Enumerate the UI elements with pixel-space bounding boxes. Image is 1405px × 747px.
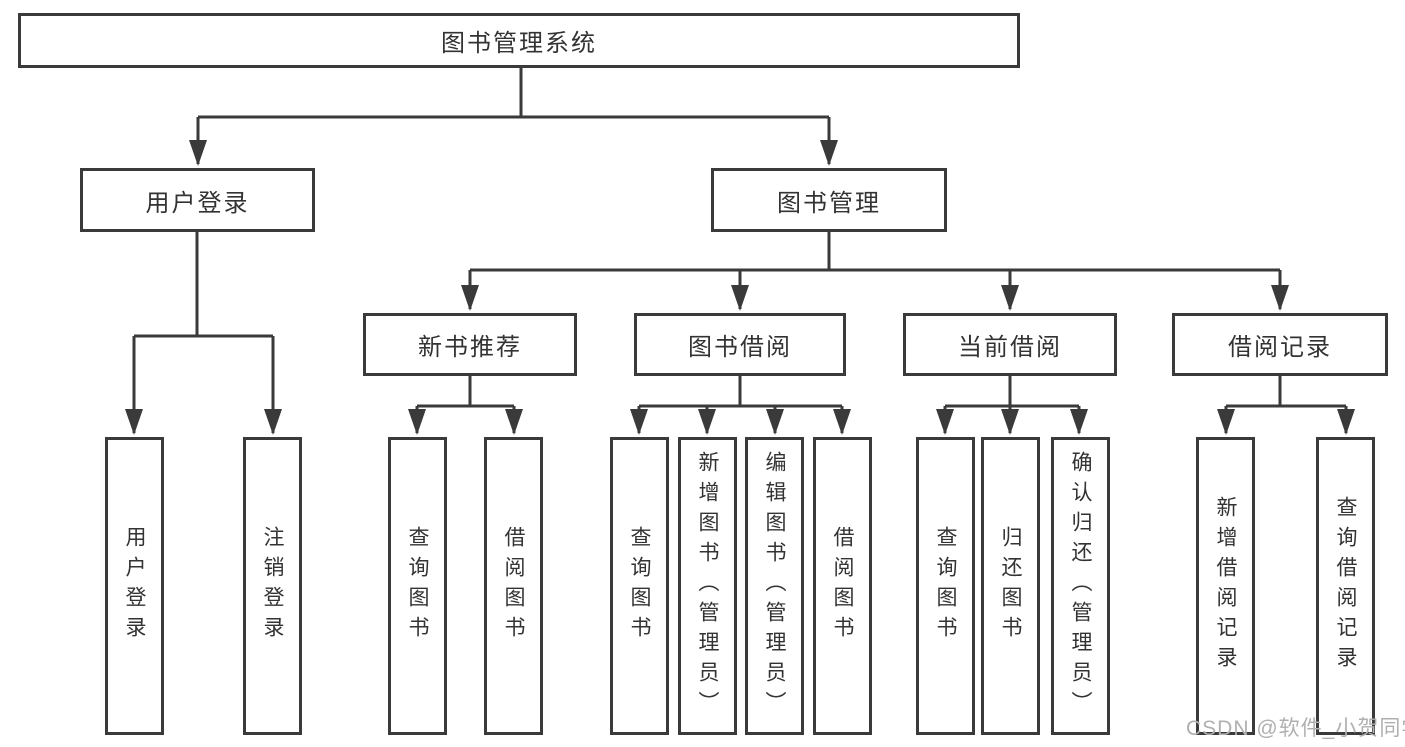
leaf-query-books-current: 查询图书	[916, 437, 975, 735]
leaf-confirm-return-admin: 确认归还（管理员）	[1051, 437, 1110, 735]
leaf-query-books-recommend: 查询图书	[388, 437, 447, 735]
watermark: CSDN @软件_小贺同学	[1186, 717, 1405, 740]
leaf-add-book-admin-label: 新增图书（管理员）	[696, 451, 719, 721]
leaf-logout-label: 注销登录	[261, 526, 284, 646]
node-current-borrowing: 当前借阅	[903, 313, 1117, 376]
node-root-label: 图书管理系统	[441, 30, 597, 57]
leaf-logout: 注销登录	[243, 437, 302, 735]
leaf-borrow-books-borrowing: 借阅图书	[813, 437, 872, 735]
leaf-query-books-borrowing: 查询图书	[610, 437, 669, 735]
node-borrowing-records: 借阅记录	[1172, 313, 1388, 376]
node-new-book-recommend-label: 新书推荐	[418, 334, 522, 361]
leaf-query-books-recommend-label: 查询图书	[406, 526, 429, 646]
node-root: 图书管理系统	[18, 13, 1020, 68]
node-book-management: 图书管理	[711, 168, 947, 232]
node-book-borrowing-label: 图书借阅	[688, 334, 792, 361]
leaf-user-login-label: 用户登录	[123, 526, 146, 646]
node-new-book-recommend: 新书推荐	[363, 313, 577, 376]
leaf-borrow-books-borrowing-label: 借阅图书	[831, 526, 854, 646]
leaf-edit-book-admin-label: 编辑图书（管理员）	[763, 451, 786, 721]
node-current-borrowing-label: 当前借阅	[958, 334, 1062, 361]
leaf-return-books-label: 归还图书	[999, 526, 1022, 646]
leaf-query-books-current-label: 查询图书	[934, 526, 957, 646]
node-user-login-label: 用户登录	[145, 189, 250, 217]
leaf-borrow-books-recommend-label: 借阅图书	[502, 526, 525, 646]
leaf-add-book-admin: 新增图书（管理员）	[678, 437, 737, 735]
leaf-edit-book-admin: 编辑图书（管理员）	[745, 437, 804, 735]
leaf-query-borrow-record-label: 查询借阅记录	[1334, 496, 1357, 676]
node-book-management-label: 图书管理	[777, 189, 881, 217]
node-borrowing-records-label: 借阅记录	[1228, 334, 1332, 361]
leaf-user-login: 用户登录	[105, 437, 164, 735]
leaf-borrow-books-recommend: 借阅图书	[484, 437, 543, 735]
node-user-login: 用户登录	[80, 168, 315, 232]
leaf-query-borrow-record: 查询借阅记录	[1316, 437, 1375, 735]
node-book-borrowing: 图书借阅	[634, 313, 846, 376]
leaf-add-borrow-record: 新增借阅记录	[1196, 437, 1255, 735]
leaf-confirm-return-admin-label: 确认归还（管理员）	[1069, 451, 1092, 721]
arrowhead-icons	[125, 140, 1355, 435]
leaf-add-borrow-record-label: 新增借阅记录	[1214, 496, 1237, 676]
leaf-query-books-borrowing-label: 查询图书	[628, 526, 651, 646]
leaf-return-books: 归还图书	[981, 437, 1040, 735]
